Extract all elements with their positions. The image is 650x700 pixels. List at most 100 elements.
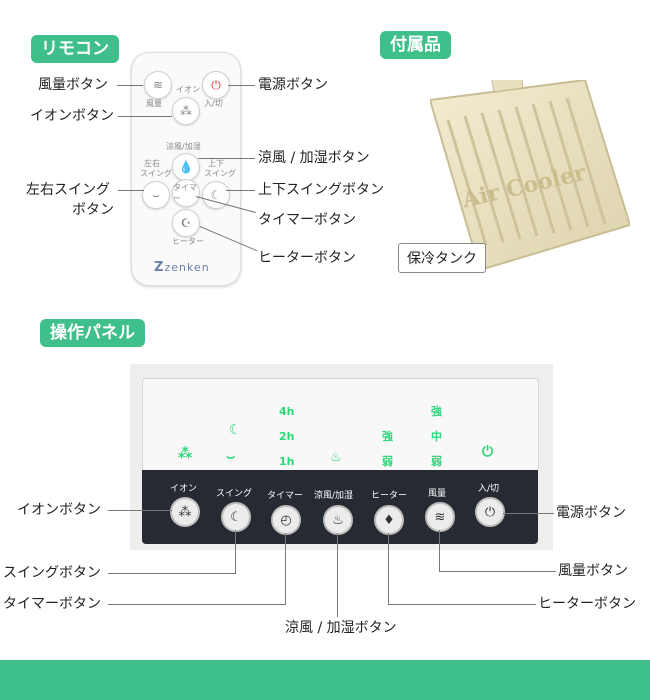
heater-led-strong: 強	[382, 430, 393, 443]
leader-line	[108, 604, 286, 605]
leader-line	[285, 533, 286, 604]
label-remote-cool-humid: 涼風 / 加湿ボタン	[258, 150, 370, 166]
label-remote-ud-swing: 上下スイングボタン	[258, 182, 384, 198]
remote-heater-text: ヒーター	[172, 237, 204, 246]
leader-line	[108, 573, 236, 574]
wind-icon: ≋	[152, 78, 164, 92]
brand-z-icon: Z	[154, 260, 165, 275]
droplet-icon: ♨	[332, 512, 344, 528]
leader-line	[226, 190, 255, 191]
leader-line	[388, 533, 389, 604]
label-cooling-tank: 保冷タンク	[398, 243, 486, 273]
leader-line	[117, 85, 143, 86]
panel-wind-button[interactable]: ≋	[425, 502, 455, 532]
remote-lr-swing-text-1: 左右	[144, 159, 160, 168]
footer-bar	[0, 660, 650, 700]
label-remote-lr-swing-1: 左右スイング	[26, 182, 110, 198]
remote-ion-text: イオン	[176, 85, 200, 94]
label-remote-timer: タイマーボタン	[258, 212, 356, 228]
label-remote-heater: ヒーターボタン	[258, 250, 356, 266]
droplet-icon: 💧	[178, 160, 194, 174]
remote-ud-swing-button[interactable]: ☾	[202, 181, 230, 209]
remote-cool-humid-text: 涼風/加湿	[166, 142, 201, 151]
leader-line	[337, 533, 338, 617]
panel-ion-button[interactable]: ⁂	[170, 497, 200, 527]
remote-wind-button[interactable]: ≋	[144, 71, 172, 99]
remote-control: ≋ 風量 イオン ⁂ ⏻ 入/切 涼風/加湿 💧 左右 スイング 上下 スイング…	[131, 52, 241, 286]
remote-cool-humid-button[interactable]: 💧	[172, 153, 200, 181]
wind-led-strong: 強	[431, 405, 442, 418]
panel-cool-humid-text: 涼風/加湿	[314, 491, 354, 501]
label-remote-power: 電源ボタン	[258, 77, 328, 93]
power-icon: ⏻	[484, 504, 496, 520]
panel-heater-text: ヒーター	[371, 491, 408, 501]
panel-power-text: 入/切	[478, 484, 500, 494]
flame-icon: ♦	[383, 512, 395, 528]
remote-lr-swing-button[interactable]: ⌣	[142, 181, 170, 209]
remote-brand-logo: Zzenken	[154, 260, 210, 275]
leader-line	[198, 158, 255, 159]
humid-led-icon: ♨	[330, 450, 342, 465]
leader-line	[118, 116, 172, 117]
label-panel-power: 電源ボタン	[556, 505, 626, 521]
remote-ud-swing-text-1: 上下	[208, 159, 224, 168]
panel-ion-text: イオン	[170, 484, 198, 494]
horizontal-swing-icon: ⌣	[152, 187, 160, 202]
panel-cool-humid-button[interactable]: ♨	[323, 505, 353, 535]
power-icon: ⏻	[211, 77, 221, 92]
clock-icon: ◴	[280, 512, 292, 528]
leader-line	[108, 510, 172, 511]
swing-vertical-led-icon: ☾	[229, 422, 242, 438]
panel-swing-text: スイング	[216, 489, 253, 499]
timer-led-4h: 4h	[279, 405, 295, 418]
wind-led-mid: 中	[431, 430, 442, 443]
remote-power-text: 入/切	[204, 99, 223, 108]
swing-horizontal-led-icon: ⌣	[226, 449, 236, 465]
wind-icon: ≋	[434, 509, 446, 525]
remote-timer-text: タイマー	[173, 183, 197, 203]
section-badge-panel: 操作パネル	[40, 319, 145, 347]
remote-ud-swing-text-2: スイング	[204, 169, 236, 178]
timer-led-1h: 1h	[279, 455, 295, 468]
label-panel-ion: イオンボタン	[17, 502, 101, 518]
label-remote-lr-swing-2: ボタン	[72, 202, 114, 218]
panel-wind-text: 風量	[428, 489, 447, 499]
timer-led-2h: 2h	[279, 430, 295, 443]
panel-timer-button[interactable]: ◴	[271, 505, 301, 535]
leader-line	[503, 513, 554, 514]
remote-heater-button[interactable]: ☪	[172, 209, 200, 237]
leader-line	[228, 85, 255, 86]
ion-led-icon: ⁂	[178, 446, 193, 462]
section-badge-remote: リモコン	[31, 35, 119, 63]
label-panel-wind: 風量ボタン	[558, 563, 628, 579]
heater-icon: ☪	[180, 216, 192, 230]
ion-icon: ⁂	[180, 104, 192, 118]
vertical-swing-icon: ☾	[210, 188, 222, 202]
leader-line	[439, 530, 440, 571]
cooling-tank-image: Air Cooler	[430, 80, 630, 270]
remote-power-button[interactable]: ⏻	[202, 71, 230, 99]
remote-lr-swing-text-2: スイング	[140, 169, 172, 178]
panel-heater-button[interactable]: ♦	[374, 505, 404, 535]
power-led-icon: ⏻	[482, 444, 494, 460]
leader-line	[118, 190, 144, 191]
panel-swing-button[interactable]: ☾	[221, 502, 251, 532]
panel-display	[142, 378, 539, 472]
label-remote-wind: 風量ボタン	[38, 77, 108, 93]
remote-wind-text: 風量	[146, 99, 162, 108]
leader-line	[439, 571, 556, 572]
leader-line	[235, 530, 236, 573]
ion-icon: ⁂	[178, 504, 192, 520]
panel-power-button[interactable]: ⏻	[475, 497, 505, 527]
leader-line	[388, 604, 536, 605]
label-panel-swing: スイングボタン	[3, 565, 101, 581]
remote-timer-button[interactable]: タイマー	[172, 179, 200, 207]
section-badge-accessory: 付属品	[380, 31, 451, 59]
remote-ion-button[interactable]: ⁂	[172, 97, 200, 125]
heater-led-weak: 弱	[382, 455, 393, 468]
swing-icon: ☾	[230, 509, 242, 525]
panel-timer-text: タイマー	[267, 491, 304, 501]
label-remote-ion: イオンボタン	[30, 108, 114, 124]
label-panel-heater: ヒーターボタン	[538, 596, 636, 612]
label-panel-timer: タイマーボタン	[3, 596, 101, 612]
